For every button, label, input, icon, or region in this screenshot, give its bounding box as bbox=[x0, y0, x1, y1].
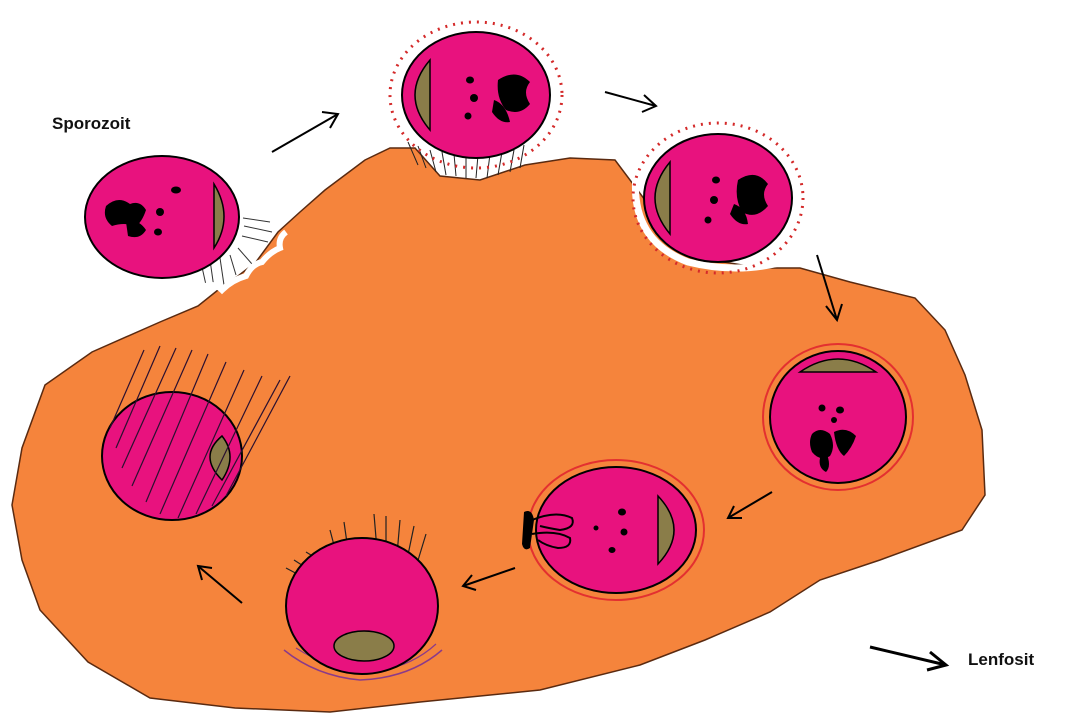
organelle bbox=[334, 631, 394, 661]
lymphocyte-label: Lenfosit bbox=[968, 650, 1034, 670]
arrow-1 bbox=[272, 112, 338, 152]
sporozoite-label: Sporozoit bbox=[52, 114, 130, 134]
legend-arrow bbox=[870, 647, 946, 670]
stage-4-internalized bbox=[763, 344, 913, 490]
arrow-2 bbox=[605, 92, 656, 112]
